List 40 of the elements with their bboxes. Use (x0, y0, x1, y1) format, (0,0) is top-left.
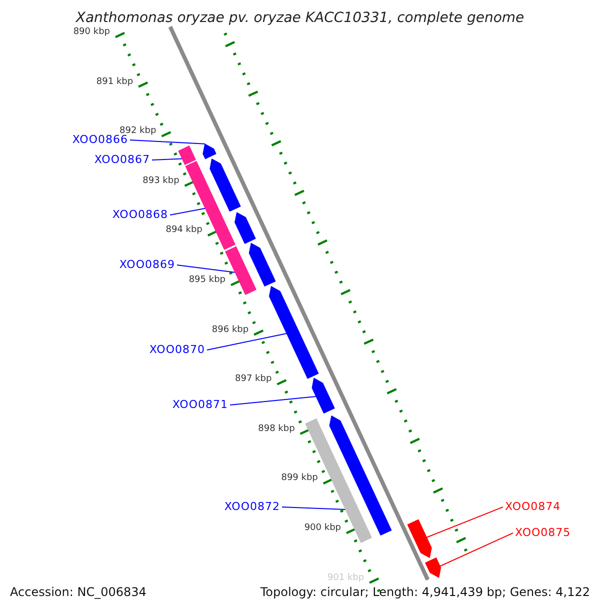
leader-line (282, 506, 346, 510)
gene-label: XOO0872 (224, 501, 280, 512)
position-label: 890 kbp (73, 28, 110, 37)
position-label: 895 kbp (188, 276, 226, 285)
gene-feature (210, 158, 241, 212)
gene-feature (312, 378, 335, 414)
position-label: 893 kbp (142, 176, 180, 186)
position-label: 891 kbp (96, 78, 134, 87)
gene-label: XOO0867 (94, 154, 150, 165)
position-label: 898 kbp (258, 424, 295, 434)
leader-line (206, 332, 288, 350)
gene-label: XOO0866 (72, 134, 128, 145)
gene-label: XOO0875 (515, 527, 571, 538)
gene-label: XOO0868 (112, 209, 168, 220)
gene-block (185, 160, 236, 250)
gene-label: XOO0874 (505, 501, 561, 512)
position-label: 900 kbp (304, 524, 341, 533)
leader-line (170, 208, 206, 216)
gene-label: XOO0871 (172, 399, 228, 410)
gene-feature (407, 519, 432, 558)
position-label: 894 kbp (166, 226, 202, 236)
leader-line (230, 396, 316, 406)
leader-line (440, 532, 514, 567)
leader-line (130, 140, 206, 144)
gene-label: XOO0870 (149, 344, 205, 355)
position-label: 896 kbp (212, 326, 249, 335)
accession-text: Accession: NC_006834 (10, 586, 146, 598)
gene-block (178, 146, 196, 166)
position-label: 897 kbp (235, 375, 272, 384)
diagram-title: Xanthomonas oryzae pv. oryzae KACC10331, complete genome (74, 11, 526, 25)
leader-line (176, 264, 236, 273)
leader-line (152, 158, 183, 160)
gene-label: XOO0869 (119, 259, 175, 270)
leader-line (426, 506, 504, 538)
gene-block (225, 246, 256, 295)
genome-stats-text: Topology: circular; Length: 4,941,439 bp; Genes: 4,122 (260, 586, 590, 598)
gene-feature (425, 557, 442, 578)
gene-feature (202, 144, 216, 160)
position-label: 899 kbp (281, 474, 318, 484)
gene-feature (248, 242, 276, 287)
